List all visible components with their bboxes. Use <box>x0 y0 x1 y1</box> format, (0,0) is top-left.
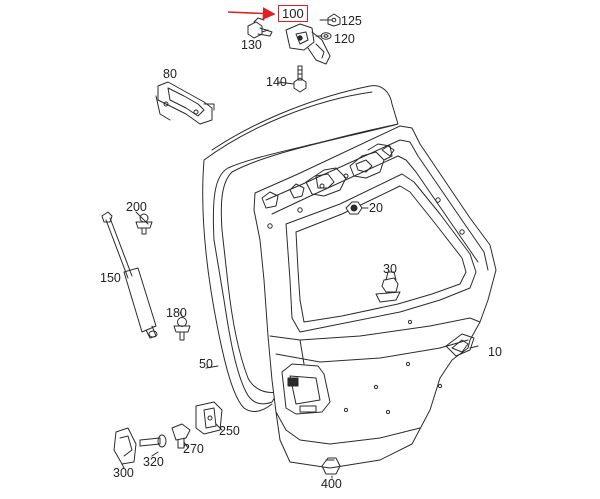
ball-stud-200 <box>135 213 153 235</box>
handle-300 <box>113 427 137 465</box>
part-label-10: 10 <box>488 345 502 359</box>
part-label-180: 180 <box>166 306 187 320</box>
rear-window-opening <box>285 173 477 333</box>
part-label-270: 270 <box>183 442 204 456</box>
hinge-80 <box>155 81 215 125</box>
part-label-130: 130 <box>241 38 262 52</box>
part-label-300: 300 <box>113 466 134 480</box>
bolt-140 <box>293 65 307 93</box>
part-label-400: 400 <box>321 477 342 491</box>
part-label-120: 120 <box>334 32 355 46</box>
gas-strut-150 <box>101 211 158 339</box>
part-label-150: 150 <box>100 271 121 285</box>
part-label-20: 20 <box>369 201 383 215</box>
part-label-250: 250 <box>219 424 240 438</box>
part-label-50: 50 <box>199 357 213 371</box>
part-label-140: 140 <box>266 75 287 89</box>
part-label-200: 200 <box>126 200 147 214</box>
ball-stud-180 <box>173 317 191 341</box>
upper-frame-mount <box>305 167 347 197</box>
license-plate-recess <box>281 363 331 415</box>
part-label-125: 125 <box>341 14 362 28</box>
part-label-30: 30 <box>383 262 397 276</box>
part-label-100: 100 <box>278 5 308 22</box>
hinge-100 <box>285 23 331 65</box>
pin-320 <box>139 434 167 448</box>
weatherstrip-seal <box>211 85 399 405</box>
part-label-320: 320 <box>143 455 164 469</box>
cap-400 <box>321 457 341 475</box>
clip-270 <box>171 423 191 449</box>
bolt-130 <box>247 17 273 39</box>
bracket-250 <box>195 401 223 435</box>
buffer-30 <box>375 271 401 303</box>
part-label-80: 80 <box>163 67 177 81</box>
highlight-arrow <box>227 7 276 20</box>
